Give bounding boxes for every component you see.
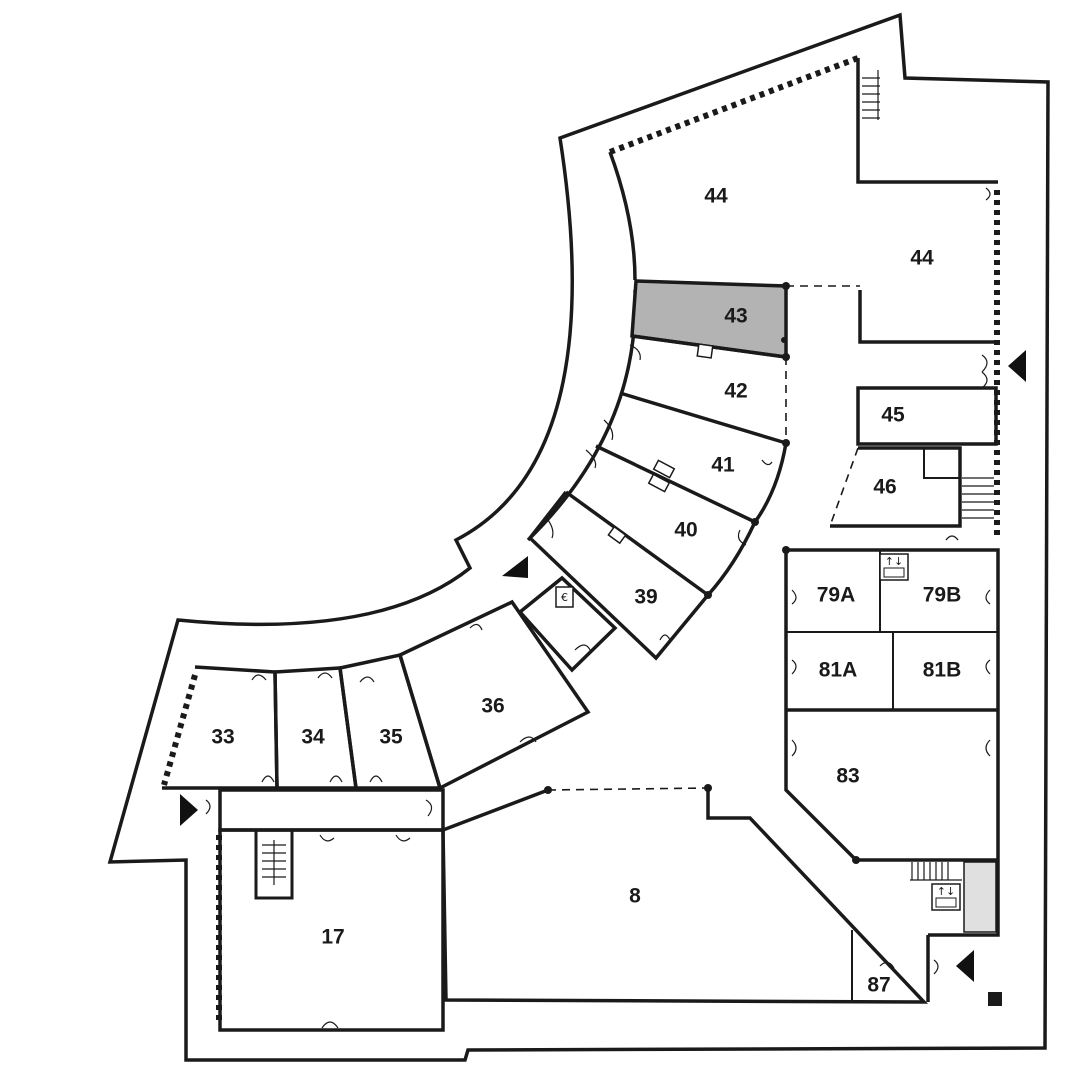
junction-node	[751, 518, 759, 526]
room-33-outline	[162, 665, 279, 790]
room-83-west-wall	[784, 550, 998, 862]
room-45-outline	[856, 386, 998, 446]
atm-euro-glyph: €	[561, 591, 568, 604]
room-label-79b: 79B	[923, 584, 962, 607]
elevator-icon: ↑↓	[879, 553, 909, 581]
entrance-arrow-icon	[180, 794, 198, 826]
room-label-34: 34	[301, 726, 325, 749]
atm-room-outline	[517, 575, 618, 673]
room-41-east-wall	[753, 442, 788, 524]
desk-icon	[607, 343, 714, 545]
stair-north	[862, 70, 880, 120]
room-label-36: 36	[481, 695, 504, 718]
room-label-41: 41	[711, 454, 735, 477]
elevator-icon: ↑↓	[931, 883, 961, 911]
room-8-dashed-edge	[547, 787, 709, 791]
room-39-outline	[528, 490, 710, 661]
junction-node	[852, 856, 860, 864]
room-40-east-wall	[706, 521, 757, 597]
junction-node	[544, 786, 552, 794]
pillar	[988, 992, 1002, 1006]
elevator-arrows-glyph: ↑↓	[885, 555, 903, 568]
room-33-window	[161, 674, 198, 786]
junction-node	[704, 784, 712, 792]
room-42-41-wall	[619, 391, 787, 445]
room-label-81a: 81A	[819, 659, 858, 682]
room-label-33: 33	[211, 726, 234, 749]
junction-node	[782, 439, 790, 447]
junction-node	[782, 282, 790, 290]
room-40-39-wall	[564, 490, 710, 597]
corridor-west	[218, 788, 445, 832]
room-label-44-north: 44	[704, 185, 728, 208]
room-8-outline	[441, 788, 929, 1004]
junction-node	[782, 546, 790, 554]
elevator-shaft	[963, 861, 997, 933]
room-label-39: 39	[634, 586, 657, 609]
room-label-44-east: 44	[910, 247, 934, 270]
room-41-40-wall	[595, 444, 756, 524]
elevator-arrows-glyph: ↑↓	[937, 885, 955, 898]
room-label-46: 46	[873, 476, 896, 499]
north-facade-window	[608, 55, 860, 155]
stair-south-east	[910, 862, 962, 881]
east-wing-wall	[856, 58, 998, 184]
room-17-stair	[254, 828, 294, 900]
junction-node	[782, 353, 790, 361]
room-label-79a: 79A	[817, 584, 856, 607]
room-label-17: 17	[321, 926, 344, 949]
entrance-arrow-icon	[956, 950, 974, 982]
entrance-arrow-icon	[502, 556, 528, 578]
room-label-40: 40	[674, 519, 697, 542]
room-46-dashed-edge	[829, 447, 859, 527]
outer-wall	[107, 12, 1050, 1062]
room-17-outline	[218, 828, 445, 1032]
room-label-8: 8	[629, 885, 641, 908]
room-46-outline	[830, 446, 962, 528]
east-block-outline	[786, 548, 1000, 937]
room-46-closet	[923, 448, 960, 479]
atm-icon: €	[555, 586, 574, 608]
room-label-42: 42	[724, 380, 747, 403]
room-label-83: 83	[836, 765, 859, 788]
room-44-east-partition	[858, 290, 996, 344]
room-label-43: 43	[724, 305, 747, 328]
room-label-81b: 81B	[923, 659, 962, 682]
junction-node	[781, 337, 787, 343]
room-label-87: 87	[867, 974, 890, 997]
room-label-35: 35	[379, 726, 403, 749]
north-inner-wall	[608, 151, 637, 281]
door-swings	[205, 187, 991, 1029]
entrance-arrow-icon	[1008, 350, 1026, 382]
stair-room-17	[262, 840, 286, 885]
junction-node	[704, 591, 712, 599]
stair-east	[962, 477, 994, 519]
room-label-45: 45	[881, 404, 905, 427]
